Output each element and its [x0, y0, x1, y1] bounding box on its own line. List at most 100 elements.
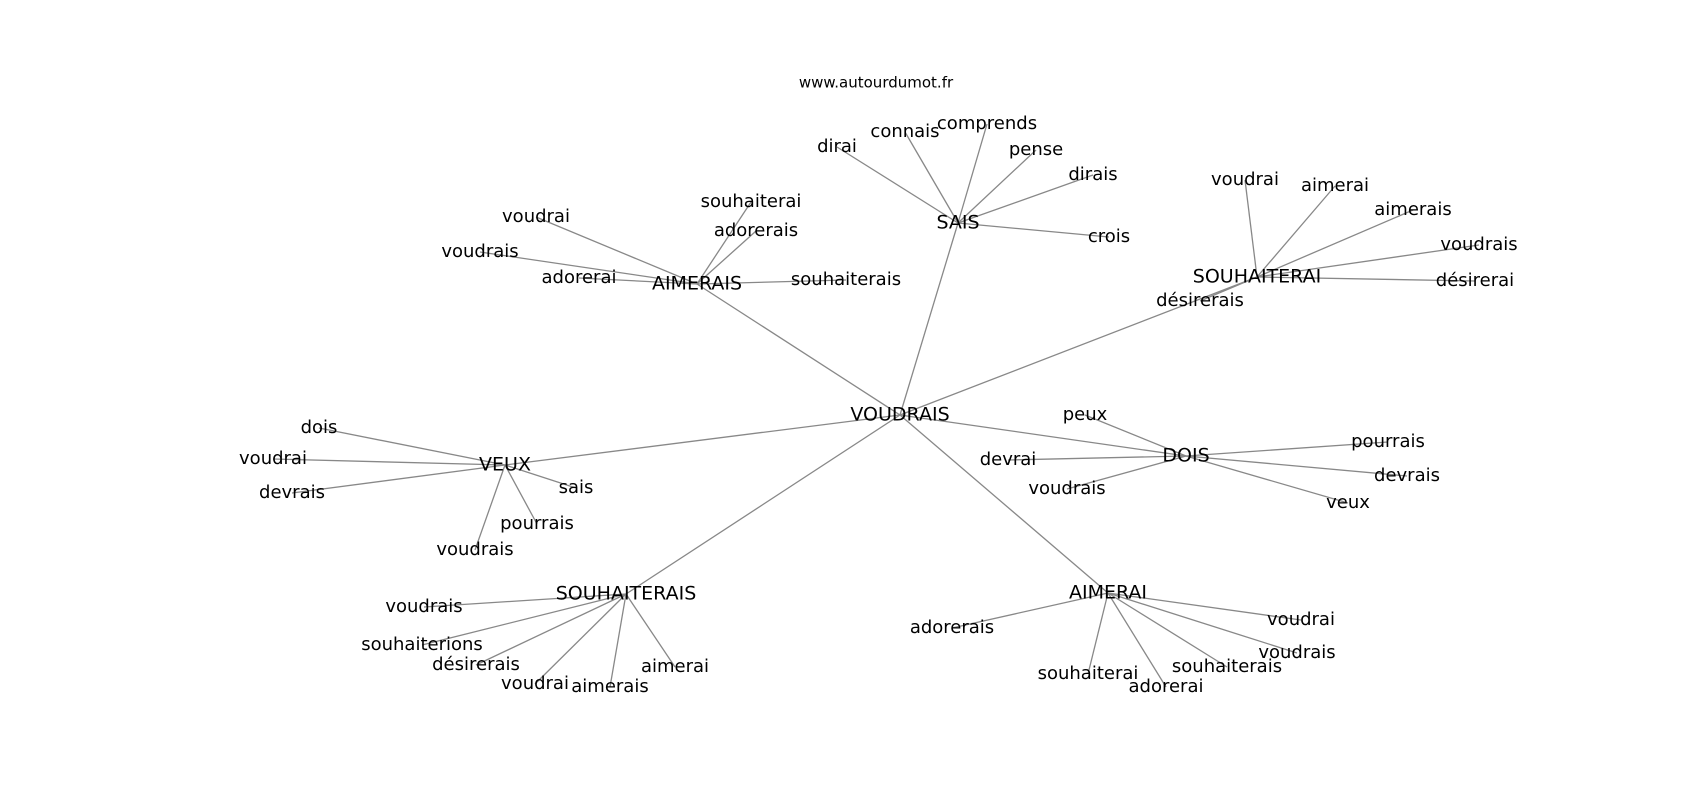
leaf-node-sais-3: pense: [1009, 139, 1063, 160]
edge-center-souhaiterai: [899, 276, 1258, 416]
leaf-node-aimerai-1: souhaiterai: [1038, 663, 1139, 684]
leaf-node-aimerais-0: voudrai: [502, 206, 570, 227]
edge-center-souhaiterais: [625, 414, 901, 595]
leaf-node-sais-4: dirais: [1068, 164, 1117, 185]
edge-sais-3: [957, 149, 1037, 224]
edge-souhaiterais-3: [534, 593, 627, 685]
edge-center-aimerais: [696, 283, 901, 416]
leaf-node-veux-0: dois: [301, 417, 338, 438]
leaf-node-souhaiterai-5: désirerais: [1156, 290, 1244, 311]
leaf-node-veux-2: devrais: [259, 482, 325, 503]
edge-souhaiterai-5: [1199, 276, 1258, 302]
leaf-node-souhaiterai-1: aimerai: [1301, 175, 1369, 196]
edge-dois-0: [1084, 414, 1187, 457]
hub-node-aimerai: AIMERAI: [1069, 582, 1147, 604]
hub-node-sais: SAIS: [936, 212, 979, 234]
leaf-node-aimerai-4: voudrai: [1267, 609, 1335, 630]
edge-center-aimerai: [899, 414, 1109, 594]
leaf-node-veux-4: pourrais: [500, 513, 574, 534]
edge-veux-3: [504, 464, 577, 489]
leaf-node-dois-5: veux: [1326, 492, 1370, 513]
leaf-node-dois-0: peux: [1063, 404, 1108, 425]
leaf-node-souhaiterais-4: aimerais: [571, 676, 648, 697]
edge-aimerais-2: [578, 277, 698, 285]
edge-aimerai-2: [1107, 592, 1167, 688]
leaf-node-souhaiterai-2: aimerais: [1374, 199, 1451, 220]
source-label: www.autourdumot.fr: [799, 74, 954, 92]
leaf-node-souhaiterais-2: désirerais: [432, 654, 520, 675]
edge-aimerai-5: [1107, 592, 1298, 654]
graph-edges: [272, 123, 1480, 688]
leaf-node-aimerai-0: adorerais: [910, 617, 994, 638]
leaf-node-veux-5: voudrais: [436, 539, 513, 560]
edge-veux-5: [474, 464, 506, 551]
leaf-node-souhaiterais-5: aimerai: [641, 656, 709, 677]
center-node: VOUDRAIS: [850, 404, 949, 426]
edge-dois-4: [1185, 455, 1408, 477]
edge-sais-2: [957, 123, 988, 224]
edge-souhaiterais-1: [421, 593, 627, 646]
leaf-node-souhaiterais-3: voudrai: [501, 673, 569, 694]
edge-aimerais-1: [479, 251, 698, 285]
edge-souhaiterai-1: [1256, 185, 1336, 278]
edge-veux-1: [272, 458, 506, 466]
leaf-node-souhaiterais-0: voudrais: [385, 596, 462, 617]
leaf-node-souhaiterai-3: voudrais: [1440, 234, 1517, 255]
edge-veux-4: [504, 464, 538, 525]
edge-souhaiterais-4: [609, 593, 627, 688]
leaf-node-sais-5: crois: [1088, 226, 1130, 247]
edge-souhaiterais-0: [423, 593, 627, 608]
edge-aimerais-3: [696, 201, 752, 285]
edge-sais-4: [957, 174, 1094, 224]
leaf-node-dois-1: devrai: [980, 449, 1037, 470]
edge-souhaiterai-0: [1244, 179, 1258, 278]
leaf-node-veux-1: voudrai: [239, 448, 307, 469]
edge-center-dois: [899, 414, 1187, 457]
edge-aimerai-3: [1107, 592, 1228, 668]
leaf-node-dois-3: pourrais: [1351, 431, 1425, 452]
leaf-node-dois-2: voudrais: [1028, 478, 1105, 499]
edge-aimerais-5: [696, 279, 847, 285]
edge-aimerai-0: [951, 592, 1109, 629]
hub-node-aimerais: AIMERAIS: [652, 273, 742, 295]
edge-aimerai-4: [1107, 592, 1302, 621]
edge-center-sais: [899, 222, 959, 416]
edge-dois-5: [1185, 455, 1349, 504]
edge-dois-2: [1066, 455, 1187, 490]
leaf-node-souhaiterais-1: souhaiterions: [361, 634, 483, 655]
edge-aimerais-4: [696, 230, 757, 285]
leaf-node-souhaiterai-4: désirerai: [1436, 270, 1514, 291]
leaf-node-aimerais-5: souhaiterais: [791, 269, 901, 290]
leaf-node-veux-3: sais: [559, 477, 594, 498]
edge-dois-1: [1007, 455, 1187, 461]
edge-sais-0: [836, 146, 959, 224]
edge-souhaiterai-2: [1256, 209, 1414, 278]
edge-veux-2: [291, 464, 506, 494]
leaf-node-aimerais-3: souhaiterai: [701, 191, 802, 212]
edge-souhaiterai-3: [1256, 244, 1480, 278]
edge-souhaiterais-2: [475, 593, 627, 666]
edge-center-veux: [504, 414, 901, 466]
edge-aimerais-0: [535, 216, 698, 285]
edge-veux-0: [318, 427, 506, 466]
leaf-node-sais-0: dirai: [817, 136, 857, 157]
leaf-node-aimerais-2: adorerai: [542, 267, 617, 288]
leaf-node-aimerai-2: adorerai: [1129, 676, 1204, 697]
hub-node-souhaiterais: SOUHAITERAIS: [556, 583, 697, 605]
hub-node-dois: DOIS: [1162, 445, 1209, 467]
leaf-node-sais-2: comprends: [937, 113, 1037, 134]
leaf-node-aimerai-3: souhaiterais: [1172, 656, 1282, 677]
leaf-node-souhaiterai-0: voudrai: [1211, 169, 1279, 190]
edge-souhaiterais-5: [625, 593, 676, 668]
hub-node-veux: VEUX: [479, 454, 531, 476]
leaf-node-dois-4: devrais: [1374, 465, 1440, 486]
leaf-node-aimerais-1: voudrais: [441, 241, 518, 262]
edge-dois-3: [1185, 441, 1389, 457]
leaf-node-aimerais-4: adorerais: [714, 220, 798, 241]
leaf-node-sais-1: connais: [870, 121, 939, 142]
hub-node-souhaiterai: SOUHAITERAI: [1193, 266, 1321, 288]
edge-souhaiterai-4: [1256, 276, 1476, 282]
edge-sais-5: [957, 222, 1110, 238]
